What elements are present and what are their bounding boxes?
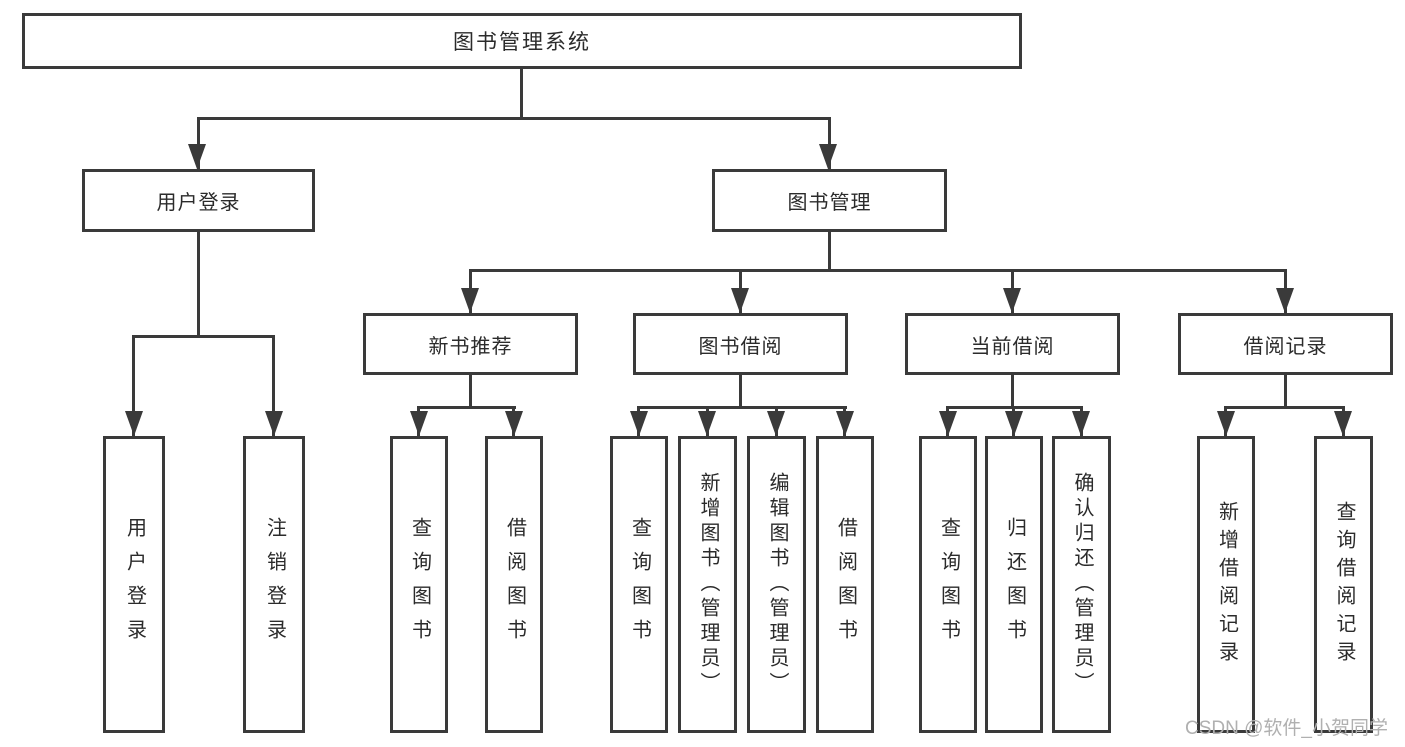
connector-line bbox=[132, 335, 275, 338]
node-book-borrowing: 图书借阅 bbox=[633, 313, 848, 375]
connector-line bbox=[520, 69, 523, 119]
arrowhead-down-icon bbox=[731, 288, 749, 313]
leaf-logout: 注销登录 bbox=[243, 436, 305, 733]
node-label: 注销登录 bbox=[263, 516, 286, 653]
arrowhead-down-icon bbox=[410, 411, 428, 436]
node-label: 图书管理系统 bbox=[453, 31, 591, 54]
leaf-return-book: 归还图书 bbox=[985, 436, 1043, 733]
node-label: 用户登录 bbox=[123, 516, 146, 653]
node-user-login: 用户登录 bbox=[82, 169, 315, 232]
node-label: 图书借阅 bbox=[698, 335, 783, 358]
connector-line bbox=[828, 232, 831, 272]
arrowhead-down-icon bbox=[767, 411, 785, 436]
node-label: 借阅图书 bbox=[834, 516, 857, 653]
connector-line bbox=[1011, 375, 1014, 409]
arrowhead-down-icon bbox=[1217, 411, 1235, 436]
node-label: 新增借阅记录 bbox=[1215, 500, 1238, 669]
arrowhead-down-icon bbox=[630, 411, 648, 436]
connector-line bbox=[132, 338, 135, 436]
arrowhead-down-icon bbox=[1005, 411, 1023, 436]
leaf-confirm-return-admin: 确认归还（管理员） bbox=[1052, 436, 1111, 733]
leaf-edit-book-admin: 编辑图书（管理员） bbox=[747, 436, 806, 733]
connector-line bbox=[637, 406, 847, 409]
arrowhead-down-icon bbox=[1003, 288, 1021, 313]
leaf-query-borrow-record: 查询借阅记录 bbox=[1314, 436, 1373, 733]
node-label: 查询图书 bbox=[628, 516, 651, 653]
node-label: 当前借阅 bbox=[970, 335, 1055, 358]
connector-line bbox=[197, 232, 200, 338]
node-label: 新书推荐 bbox=[428, 335, 513, 358]
leaf-borrow-book: 借阅图书 bbox=[816, 436, 874, 733]
connector-line bbox=[272, 338, 275, 436]
node-new-book-recommendation: 新书推荐 bbox=[363, 313, 578, 375]
node-label: 借阅记录 bbox=[1243, 335, 1328, 358]
leaf-user-login: 用户登录 bbox=[103, 436, 165, 733]
node-label: 查询图书 bbox=[408, 516, 431, 653]
node-label: 查询图书 bbox=[937, 516, 960, 653]
arrowhead-down-icon bbox=[698, 411, 716, 436]
connector-line bbox=[197, 117, 831, 120]
node-current-borrowing: 当前借阅 bbox=[905, 313, 1120, 375]
node-label: 新增图书（管理员） bbox=[697, 472, 719, 697]
arrowhead-down-icon bbox=[836, 411, 854, 436]
arrowhead-down-icon bbox=[819, 144, 837, 169]
arrowhead-down-icon bbox=[1072, 411, 1090, 436]
node-borrowing-records: 借阅记录 bbox=[1178, 313, 1393, 375]
arrowhead-down-icon bbox=[939, 411, 957, 436]
node-library-management-system: 图书管理系统 bbox=[22, 13, 1022, 69]
leaf-query-book-current: 查询图书 bbox=[919, 436, 977, 733]
arrowhead-down-icon bbox=[1276, 288, 1294, 313]
arrowhead-down-icon bbox=[1334, 411, 1352, 436]
arrowhead-down-icon bbox=[188, 144, 206, 169]
arrowhead-down-icon bbox=[505, 411, 523, 436]
node-book-management: 图书管理 bbox=[712, 169, 947, 232]
connector-line bbox=[946, 406, 1083, 409]
connector-line bbox=[1224, 406, 1345, 409]
connector-line bbox=[739, 375, 742, 409]
arrowhead-down-icon bbox=[265, 411, 283, 436]
leaf-borrow-book-recommend: 借阅图书 bbox=[485, 436, 543, 733]
connector-line bbox=[469, 269, 1287, 272]
node-label: 归还图书 bbox=[1003, 516, 1026, 653]
node-label: 借阅图书 bbox=[503, 516, 526, 653]
node-label: 查询借阅记录 bbox=[1333, 500, 1355, 669]
node-label: 用户登录 bbox=[156, 192, 241, 214]
connector-line bbox=[1284, 375, 1287, 409]
csdn-watermark: CSDN @软件_小贺同学 bbox=[1185, 718, 1388, 739]
connector-line bbox=[469, 375, 472, 409]
leaf-add-borrow-record: 新增借阅记录 bbox=[1197, 436, 1255, 733]
node-label: 编辑图书（管理员） bbox=[766, 472, 788, 697]
leaf-add-book-admin: 新增图书（管理员） bbox=[678, 436, 737, 733]
node-label: 图书管理 bbox=[787, 192, 872, 214]
leaf-query-book-recommend: 查询图书 bbox=[390, 436, 448, 733]
connector-line bbox=[417, 406, 516, 409]
node-label: 确认归还（管理员） bbox=[1071, 472, 1093, 697]
leaf-query-book-borrowing: 查询图书 bbox=[610, 436, 668, 733]
arrowhead-down-icon bbox=[461, 288, 479, 313]
arrowhead-down-icon bbox=[125, 411, 143, 436]
